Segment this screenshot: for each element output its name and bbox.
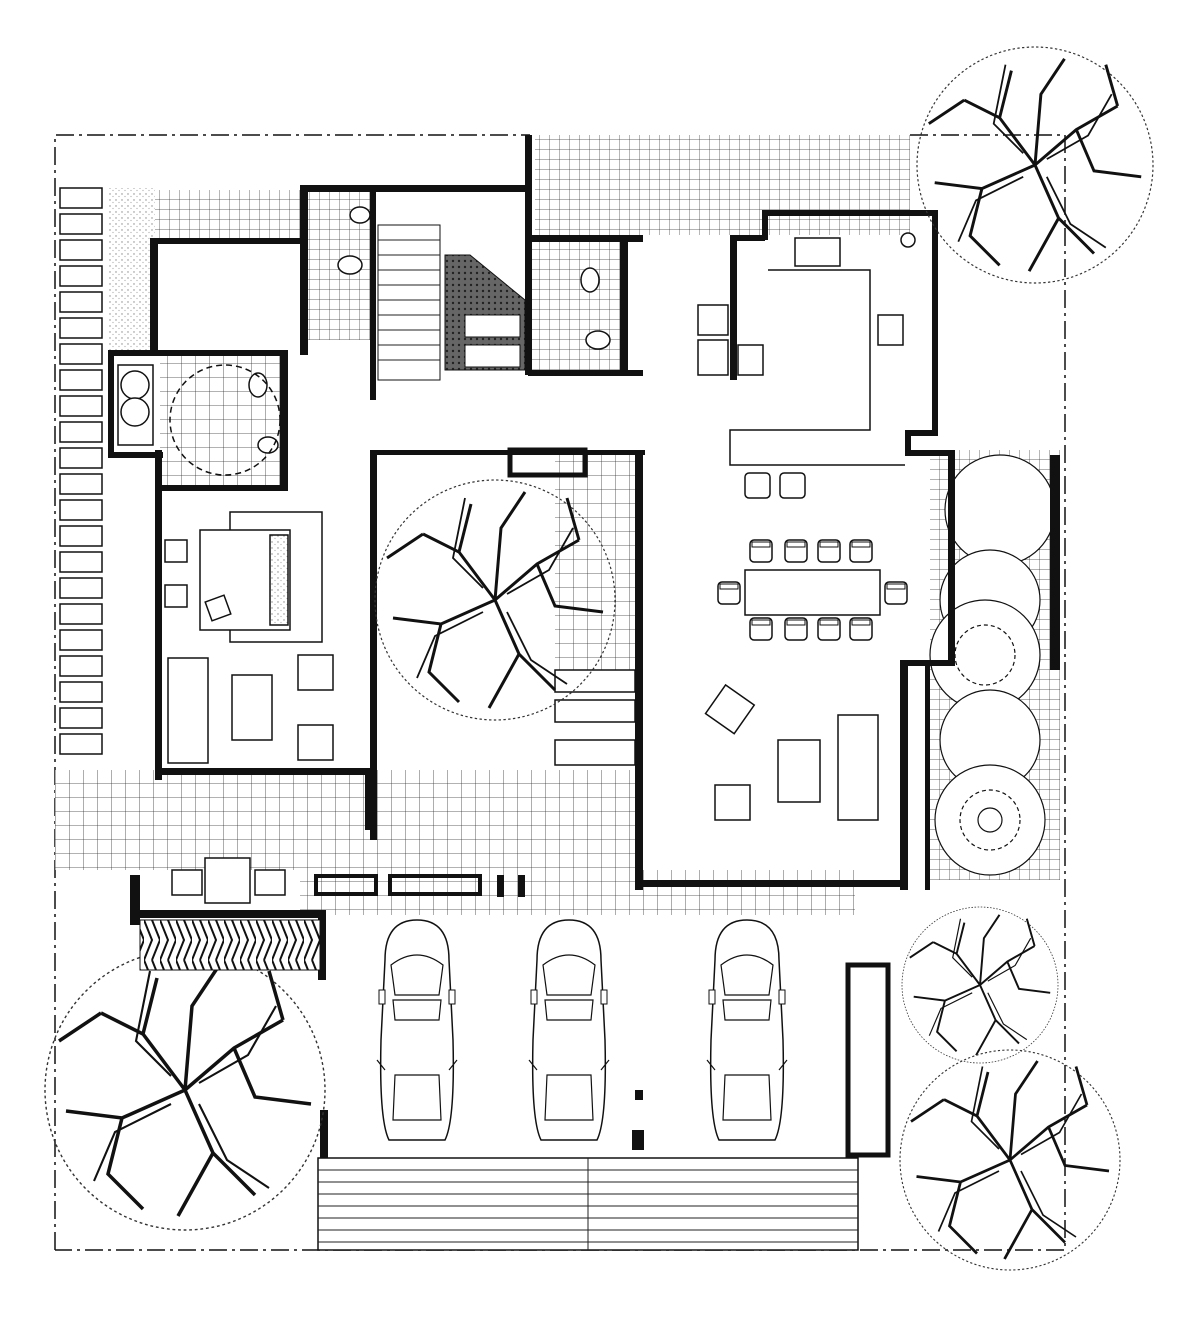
tree <box>898 1048 1122 1272</box>
garage <box>376 919 788 1141</box>
walls <box>108 135 1060 1160</box>
car <box>528 919 610 1141</box>
car <box>706 919 788 1141</box>
kitchen <box>697 232 916 499</box>
tree <box>901 906 1059 1064</box>
bedroom-furniture <box>164 511 334 764</box>
car <box>376 919 458 1141</box>
tree <box>915 45 1155 285</box>
living-room-furniture <box>704 683 879 821</box>
driveway <box>317 1157 859 1251</box>
garden-stepping-discs <box>929 454 1056 876</box>
staircase <box>377 224 526 381</box>
dining-table <box>717 539 908 641</box>
tree <box>43 948 327 1232</box>
entry-hatch <box>139 919 321 971</box>
tiled-floors <box>55 135 1060 915</box>
entry-furniture <box>171 857 286 904</box>
bathroom-fixtures <box>117 206 611 476</box>
stepping-stones <box>59 187 103 755</box>
courtyard-benches <box>554 669 636 766</box>
gravel-strip <box>108 188 156 350</box>
